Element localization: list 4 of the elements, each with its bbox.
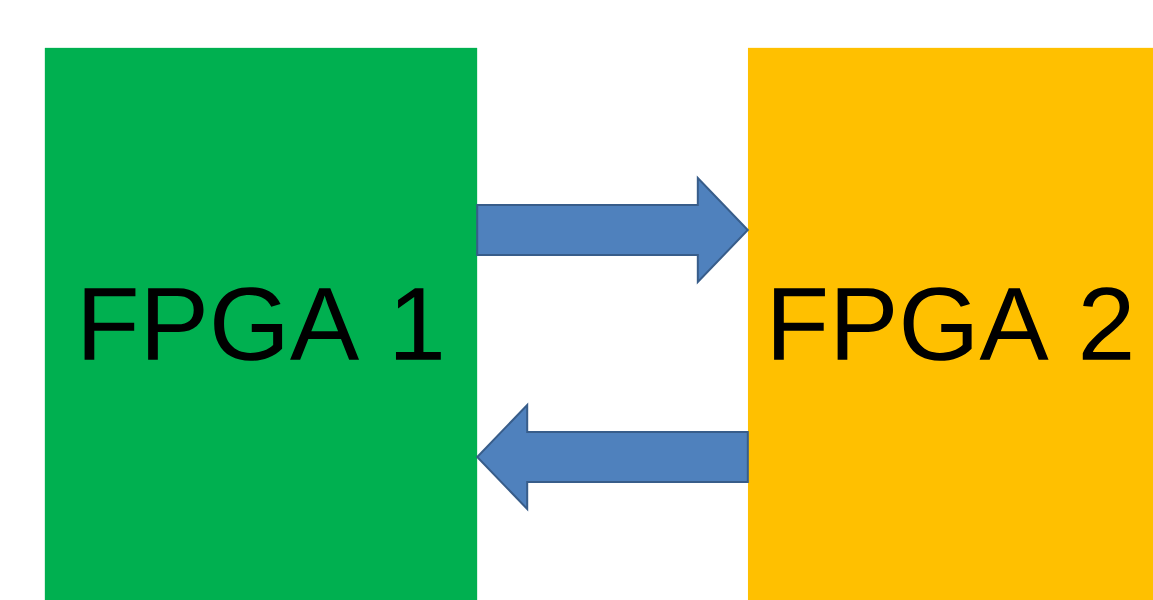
block-arrow — [476, 175, 750, 285]
block-arrow — [475, 402, 749, 512]
fpga-box: FPGA 1 — [44, 47, 478, 600]
fpga-box: FPGA 2 — [747, 47, 1153, 600]
